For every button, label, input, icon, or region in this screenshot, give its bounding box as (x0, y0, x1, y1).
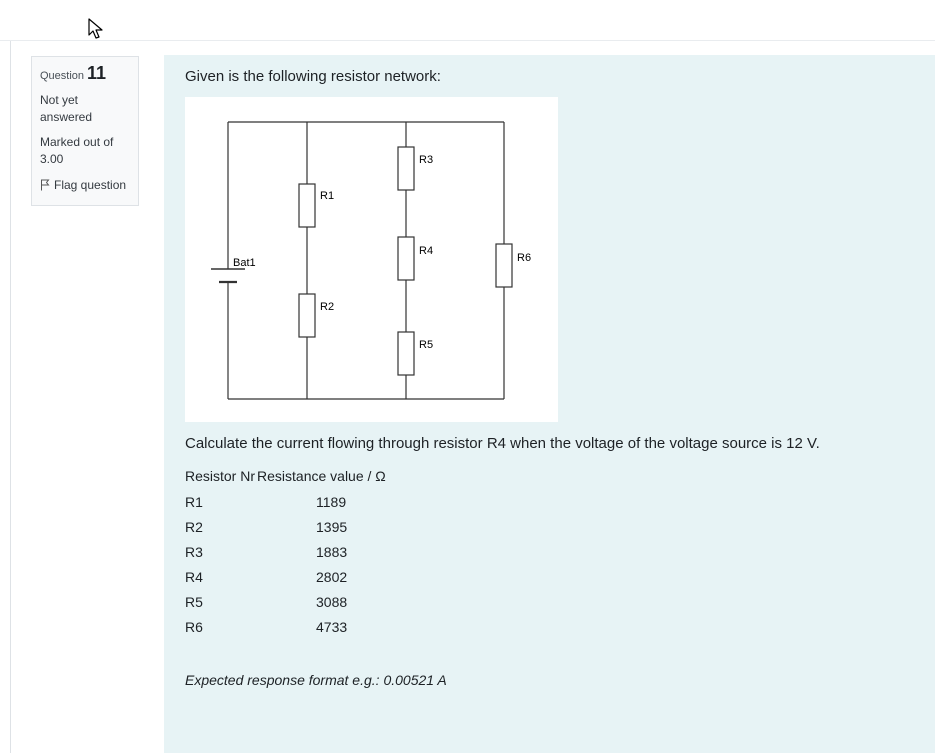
question-intro: Given is the following resistor network: (185, 68, 441, 85)
table-row: R6 4733 (185, 614, 388, 639)
cell-resistor: R3 (185, 543, 203, 560)
resistance-table: Resistor Nr Resistance value / Ω R1 1189… (185, 463, 388, 639)
flag-icon (41, 179, 50, 191)
cell-resistor: R4 (185, 568, 203, 585)
cell-value: 2802 (316, 568, 348, 585)
question-marks: Marked out of 3.00 (40, 135, 114, 166)
table-header-row: Resistor Nr Resistance value / Ω (185, 463, 388, 489)
battery-symbol (211, 268, 245, 284)
resistor-r1 (298, 183, 316, 228)
label-r1: R1 (320, 190, 334, 202)
circuit-svg: Bat1 R1 R2 R3 R4 R5 R6 (211, 121, 531, 400)
cell-value: 1395 (316, 518, 348, 535)
resistor-r5 (397, 331, 415, 376)
question-text: Calculate the current flowing through re… (185, 435, 820, 452)
cell-resistor: R1 (185, 493, 203, 510)
label-battery: Bat1 (233, 257, 256, 269)
table-row: R1 1189 (185, 489, 388, 514)
cell-value: 4733 (316, 618, 348, 635)
flag-question-label: Flag question (54, 178, 127, 192)
table-row: R3 1883 (185, 539, 388, 564)
column-header-value: Resistance value / Ω (257, 468, 386, 484)
label-r4: R4 (419, 245, 433, 257)
cell-value: 1883 (316, 543, 348, 560)
resistor-r4 (397, 236, 415, 281)
resistor-r6 (495, 243, 513, 288)
cell-resistor: R2 (185, 518, 203, 535)
resistor-r3 (397, 146, 415, 191)
mouse-cursor-icon (88, 18, 103, 39)
resistor-r2 (298, 293, 316, 338)
table-row: R2 1395 (185, 514, 388, 539)
cell-value: 3088 (316, 593, 348, 610)
question-state: Not yet answered (40, 93, 93, 124)
label-r6: R6 (517, 252, 531, 264)
label-r2: R2 (320, 301, 334, 313)
flag-question-link[interactable]: Flag question (40, 178, 130, 192)
column-header-resistor: Resistor Nr (185, 468, 256, 484)
cell-value: 1189 (316, 493, 347, 510)
cell-resistor: R5 (185, 593, 203, 610)
response-format-hint: Expected response format e.g.: 0.00521 A (185, 672, 447, 688)
table-row: R5 3088 (185, 589, 388, 614)
table-row: R4 2802 (185, 564, 388, 589)
question-content: Given is the following resistor network: (164, 55, 935, 753)
page-divider (10, 41, 11, 753)
cell-resistor: R6 (185, 618, 203, 635)
resistor-network-diagram: Bat1 R1 R2 R3 R4 R5 R6 (185, 97, 558, 422)
top-bar (0, 0, 935, 41)
label-r5: R5 (419, 339, 433, 351)
label-r3: R3 (419, 154, 433, 166)
